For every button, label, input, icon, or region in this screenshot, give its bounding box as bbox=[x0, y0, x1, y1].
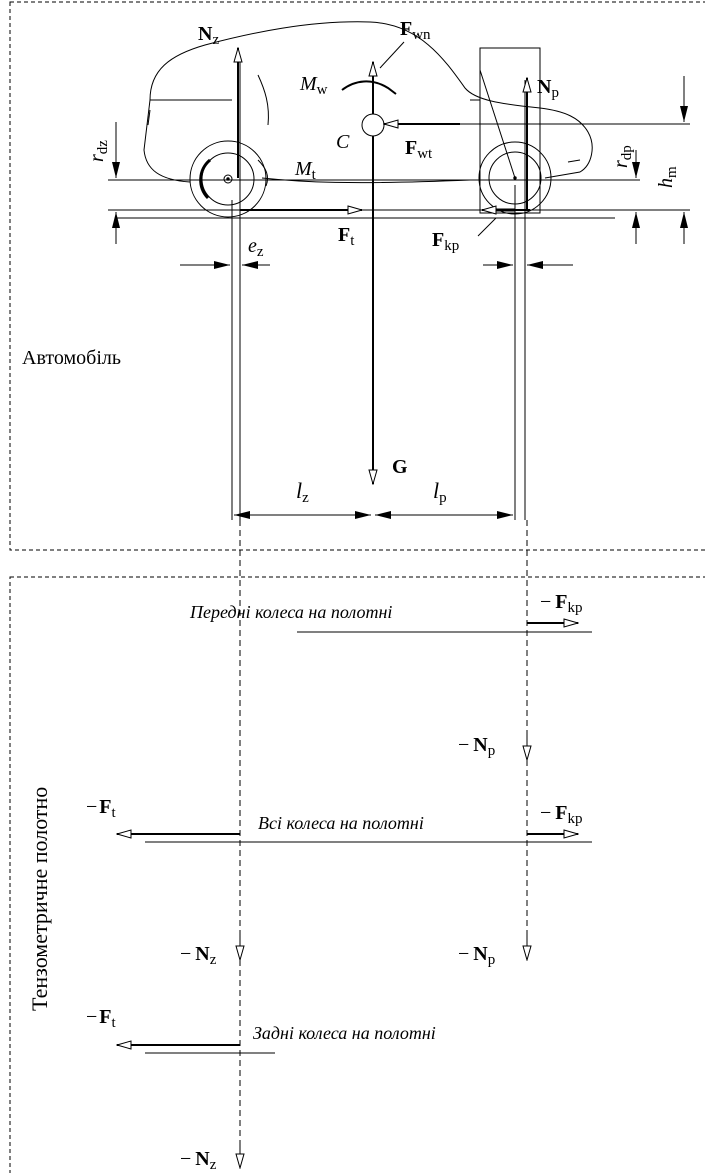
hm-label: hm bbox=[655, 166, 680, 188]
Fwn-leader bbox=[379, 41, 405, 69]
platform-panel-title: Тензометричне полотно bbox=[27, 787, 52, 1011]
lp-label: lp bbox=[433, 478, 447, 506]
Mw-label: Mw bbox=[299, 73, 328, 98]
car-panel-title: Автомобіль bbox=[22, 347, 121, 369]
rear-Nz-label: −Nz bbox=[180, 1148, 217, 1173]
ez-label: ez bbox=[248, 235, 264, 260]
C-label: C bbox=[336, 131, 350, 153]
all-Fkp-label: −Fkp bbox=[540, 802, 583, 827]
lz-label: lz bbox=[296, 478, 309, 506]
rear-wheel bbox=[189, 140, 267, 218]
Fwn-label: Fwn bbox=[400, 18, 431, 43]
Nz-label: Nz bbox=[198, 23, 219, 48]
Ft-label: Ft bbox=[338, 224, 355, 249]
rear-wheels-caption: Задні колеса на полотні bbox=[253, 1023, 436, 1043]
center-of-mass bbox=[361, 113, 385, 137]
all-Nz-label: −Nz bbox=[180, 943, 217, 968]
front-wheels-caption: Передні колеса на полотні bbox=[189, 602, 392, 622]
car-panel-frame bbox=[9, 1, 705, 551]
rdz-label: rdz bbox=[86, 140, 111, 162]
Mw-moment-arrow bbox=[341, 80, 397, 95]
Fwt-label: Fwt bbox=[405, 137, 433, 162]
Mt-label: Mt bbox=[294, 158, 317, 183]
platform-panel-frame bbox=[9, 576, 705, 1173]
Fkp-label: Fkp bbox=[432, 229, 459, 254]
G-label: G bbox=[392, 456, 408, 478]
front-contact-block bbox=[479, 47, 541, 214]
all-wheels-caption: Всі колеса на полотні bbox=[258, 813, 424, 833]
rear-Ft-label: −Ft bbox=[86, 1006, 117, 1031]
rdp-label: rdp bbox=[610, 145, 635, 168]
car-body bbox=[143, 21, 593, 184]
all-Ft-label: −Ft bbox=[86, 796, 117, 821]
Np-label: Np bbox=[537, 76, 559, 101]
all-Np-label: −Np bbox=[458, 943, 495, 968]
front-Np-label: −Np bbox=[458, 734, 495, 759]
Fkp-leader bbox=[477, 217, 497, 237]
Mt-moment-arrow bbox=[257, 159, 269, 187]
front-Fkp-label: −Fkp bbox=[540, 591, 583, 616]
